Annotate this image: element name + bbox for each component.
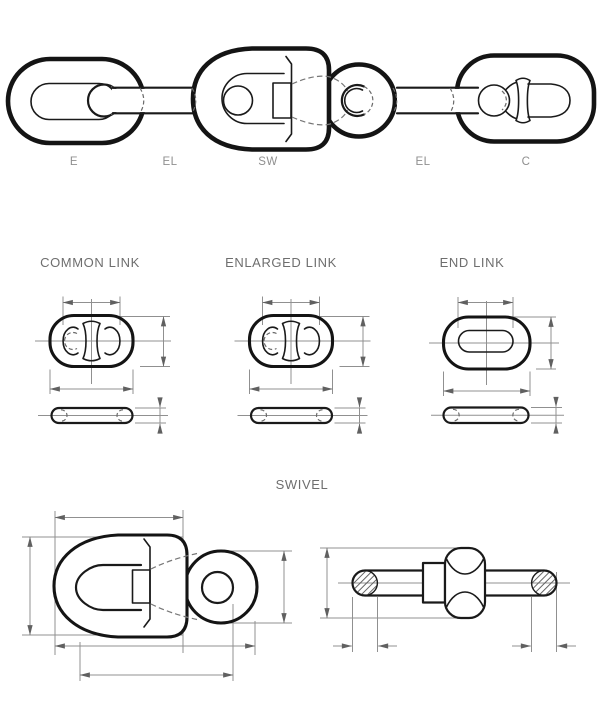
common-link-drawing bbox=[35, 296, 171, 434]
end-link-drawing bbox=[429, 297, 564, 434]
assembly-label-enlarged-link-left: EL bbox=[162, 156, 178, 168]
section-title-common-link: COMMON LINK bbox=[40, 255, 140, 270]
swivel-side-view-drawing bbox=[320, 546, 576, 652]
assembly-label-enlarged-link-right: EL bbox=[415, 156, 431, 168]
section-title-enlarged-link: ENLARGED LINK bbox=[225, 255, 337, 270]
assembly-label-end-link: E bbox=[69, 156, 79, 168]
section-title-end-link: END LINK bbox=[439, 255, 505, 270]
section-title-swivel: SWIVEL bbox=[275, 477, 329, 492]
assembly-label-common-link: C bbox=[521, 156, 531, 168]
enlarged-link-drawing bbox=[235, 297, 371, 434]
swivel-front-view-drawing bbox=[22, 510, 292, 681]
assembly-label-swivel: SW bbox=[258, 156, 278, 168]
chain-assembly-drawing bbox=[5, 46, 597, 152]
